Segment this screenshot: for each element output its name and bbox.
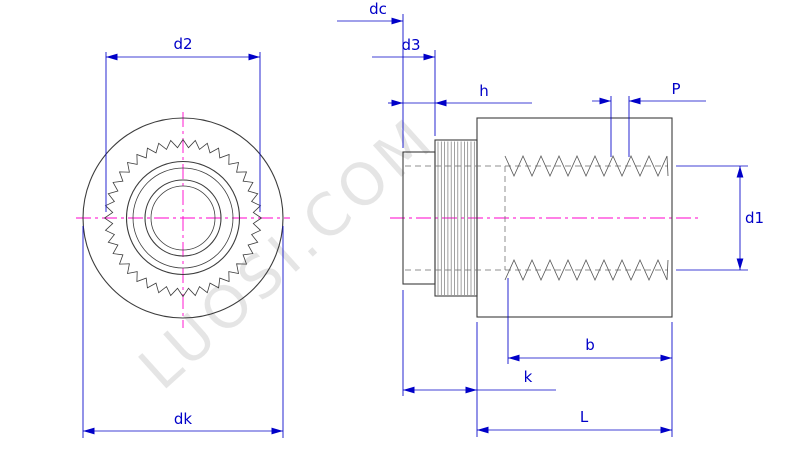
dim-d1: d1: [676, 165, 764, 271]
front-view: d2 dk: [76, 35, 290, 438]
thread-minor-circle: [150, 185, 216, 251]
dim-d3: d3: [372, 36, 436, 136]
knurl-texture: [437, 141, 475, 295]
dim-k: k: [402, 290, 556, 396]
dim-label-dk: dk: [174, 410, 193, 428]
body-outline: [476, 117, 673, 318]
dim-P: P: [592, 80, 706, 157]
dim-label-d2: d2: [173, 35, 192, 53]
knurl-serration-ring: [103, 138, 263, 298]
dim-b: b: [507, 278, 672, 364]
dim-dc: dc: [337, 0, 404, 148]
thread-profile-bottom: [504, 258, 669, 282]
dim-label-P: P: [671, 80, 680, 98]
dim-L: L: [476, 322, 673, 437]
side-view: dc d3 h P d1 b: [337, 0, 764, 437]
counterbore-outer-circle: [125, 160, 241, 276]
dim-label-b: b: [585, 336, 595, 354]
counterbore-inner-circle: [132, 167, 234, 269]
thread-major-circle: [144, 179, 222, 257]
dim-label-h: h: [479, 82, 489, 100]
dim-d2: d2: [105, 35, 261, 212]
dim-label-d3: d3: [401, 36, 420, 54]
thread-profile-top: [504, 154, 669, 178]
dim-label-k: k: [524, 368, 533, 386]
dim-label-L: L: [580, 408, 589, 426]
dim-h: h: [388, 82, 532, 107]
watermark-text: LUOSI.COM: [126, 104, 447, 403]
dim-label-dc: dc: [369, 0, 387, 18]
dim-dk: dk: [82, 226, 284, 438]
flange-outer-circle: [82, 117, 284, 319]
dim-label-d1: d1: [745, 209, 764, 227]
